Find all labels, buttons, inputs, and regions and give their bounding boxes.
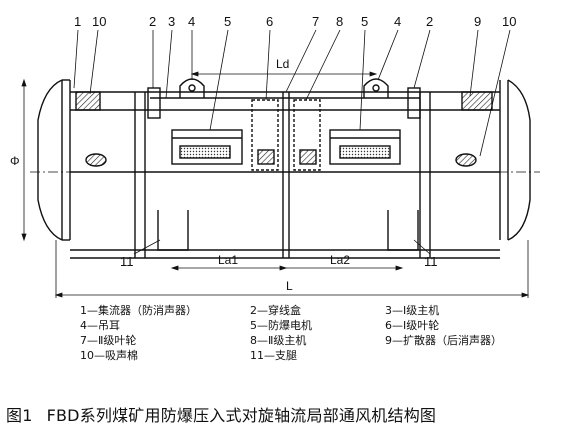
sound-absorbing-cotton-left bbox=[75, 91, 101, 111]
callout-label: 10 bbox=[92, 14, 106, 29]
callout-label: 9 bbox=[474, 14, 481, 29]
impeller-stage-2 bbox=[293, 99, 321, 171]
motor-stage-1 bbox=[171, 129, 243, 165]
wire-box-left bbox=[147, 87, 161, 119]
lifting-lug-right bbox=[363, 78, 389, 98]
inlet-collector bbox=[37, 79, 101, 241]
legend-row: 4—吊耳 5—防爆电机 6—Ⅰ级叶轮 bbox=[80, 318, 550, 333]
callout-label: 11 bbox=[120, 254, 134, 269]
legend-item: 8—Ⅱ级主机 bbox=[250, 334, 307, 347]
callout-label: 5 bbox=[224, 14, 231, 29]
callout-label: 10 bbox=[502, 14, 516, 29]
dimension-label-ld: Ld bbox=[276, 57, 289, 71]
support-leg-left bbox=[157, 210, 189, 251]
callout-label: 3 bbox=[168, 14, 175, 29]
legend-item: 11—支腿 bbox=[250, 349, 297, 362]
dimension-label-la1: La1 bbox=[218, 253, 238, 267]
legend-row: 7—Ⅱ级叶轮 8—Ⅱ级主机 9—扩散器（后消声器） bbox=[80, 333, 550, 348]
main-casing bbox=[70, 91, 500, 259]
legend-item bbox=[385, 348, 550, 363]
legend-row: 10—吸声棉 11—支腿 bbox=[80, 348, 550, 363]
legend-item: 9—扩散器（后消声器） bbox=[385, 334, 502, 347]
dimension-lines bbox=[21, 71, 530, 298]
callout-label: 2 bbox=[149, 14, 156, 29]
callouts-top: 1 10 2 3 4 5 6 7 8 5 4 2 9 10 bbox=[74, 14, 516, 29]
figure-caption: 图1 FBD系列煤矿用防爆压入式对旋轴流局部通风机结构图 bbox=[6, 402, 562, 426]
callout-leaders bbox=[73, 29, 511, 255]
parts-legend: 1—集流器（防消声器） 2—穿线盒 3—Ⅰ级主机 4—吊耳 5—防爆电机 6—Ⅰ… bbox=[80, 303, 550, 363]
callout-label: 1 bbox=[74, 14, 81, 29]
support-leg-right bbox=[387, 210, 419, 251]
legend-item: 5—防爆电机 bbox=[250, 319, 312, 332]
legend-item: 10—吸声棉 bbox=[80, 349, 138, 362]
legend-item: 2—穿线盒 bbox=[250, 304, 301, 317]
oval-mark-right bbox=[455, 153, 477, 167]
legend-item: 7—Ⅱ级叶轮 bbox=[80, 334, 137, 347]
callout-label: 11 bbox=[424, 254, 438, 269]
legend-item: 1—集流器（防消声器） bbox=[80, 304, 197, 317]
dimension-label-la2: La2 bbox=[330, 253, 350, 267]
legend-item: 6—Ⅰ级叶轮 bbox=[385, 319, 440, 332]
legend-item: 3—Ⅰ级主机 bbox=[385, 304, 440, 317]
figure-number: 图1 bbox=[6, 406, 33, 425]
callout-label: 4 bbox=[394, 14, 401, 29]
lifting-rail bbox=[150, 78, 420, 99]
callout-label: 8 bbox=[336, 14, 343, 29]
callouts-bottom: 11 11 bbox=[120, 254, 438, 269]
callout-label: 6 bbox=[266, 14, 273, 29]
legend-item: 4—吊耳 bbox=[80, 319, 120, 332]
callout-label: 7 bbox=[312, 14, 319, 29]
lifting-lug-left bbox=[179, 78, 205, 98]
sound-absorbing-cotton-right bbox=[461, 91, 493, 111]
callout-label: 2 bbox=[426, 14, 433, 29]
dimension-label-phi: Φ bbox=[10, 154, 20, 168]
figure-title: FBD系列煤矿用防爆压入式对旋轴流局部通风机结构图 bbox=[46, 406, 437, 425]
fan-structure-drawing: 1 10 2 3 4 5 6 7 8 5 4 2 9 10 11 11 Ld L… bbox=[10, 14, 540, 298]
callout-label: 4 bbox=[188, 14, 195, 29]
impeller-stage-1 bbox=[251, 99, 279, 171]
callout-label: 5 bbox=[361, 14, 368, 29]
legend-row: 1—集流器（防消声器） 2—穿线盒 3—Ⅰ级主机 bbox=[80, 303, 550, 318]
dimension-label-l: L bbox=[286, 279, 293, 293]
motor-stage-2 bbox=[329, 129, 401, 165]
diffuser bbox=[461, 79, 531, 241]
oval-mark-left bbox=[85, 153, 107, 167]
